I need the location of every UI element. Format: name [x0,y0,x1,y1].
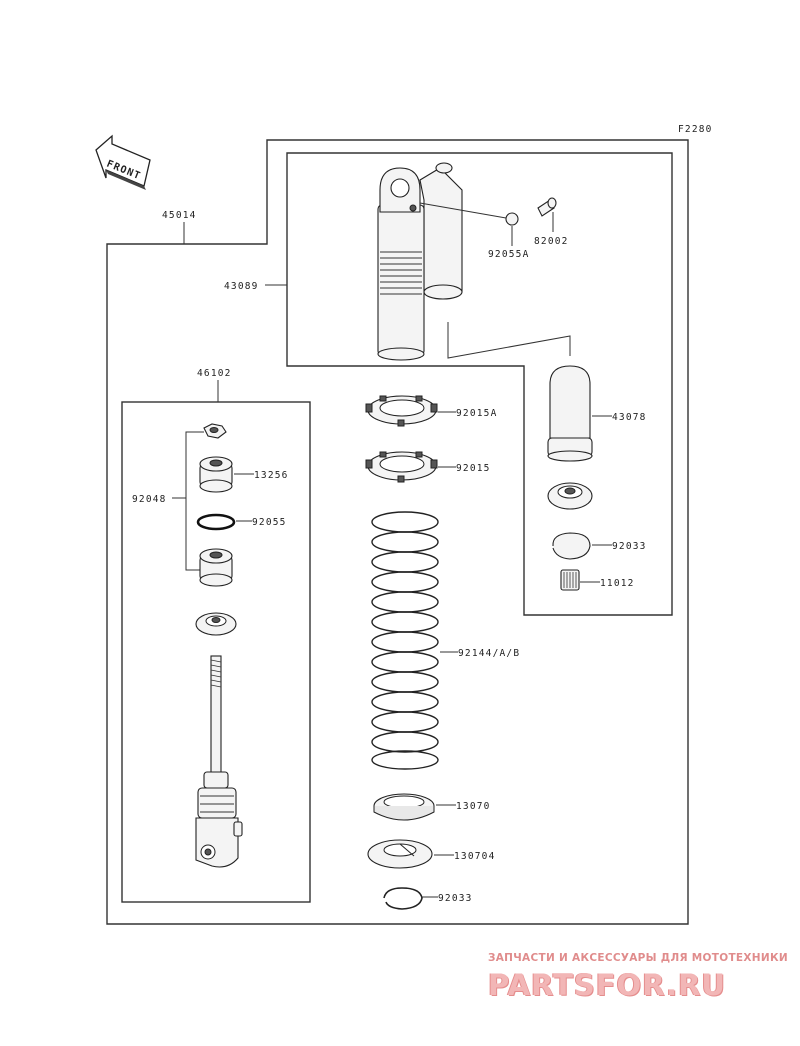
label-92033-lower: 92033 [438,893,473,904]
label-13256: 13256 [254,470,289,481]
circlip-92033-lower [383,887,423,910]
label-11012: 11012 [600,578,635,589]
oring-92055a [505,212,519,226]
label-43078: 43078 [612,412,647,423]
washer [195,612,237,636]
oring-92055 [196,513,236,531]
watermark-logo: PARTSFOR.RU [488,968,726,1002]
ring-nut-92015 [365,451,438,483]
bladder-43078 [547,365,593,462]
ring-nut-92015a [365,395,438,427]
spring-seat-13070 [373,793,435,821]
label-43089: 43089 [224,281,259,292]
label-92015a: 92015A [456,408,498,419]
watermark-tagline: ЗАПЧАСТИ И АКСЕССУАРЫ ДЛЯ МОТОТЕХНИКИ [488,952,788,964]
shock-body [377,162,463,361]
bolt-82002 [537,197,557,217]
frame-46102 [121,401,311,903]
reservoir-cap [547,482,593,510]
collar-130704 [367,839,433,869]
diagram-code: F2280 [678,124,713,135]
piston-lower [199,548,233,587]
label-46102: 46102 [197,368,232,379]
label-13070: 13070 [456,801,491,812]
label-45014: 45014 [162,210,197,221]
label-92055: 92055 [252,517,287,528]
frame-45014 [106,139,689,925]
circlip-92033-upper [552,532,591,560]
frame-43089 [286,152,673,616]
label-92144: 92144/A/B [458,648,520,659]
bushing-11012 [560,569,580,591]
label-92055a: 92055A [488,249,530,260]
label-92015: 92015 [456,463,491,474]
piston-rod [195,655,243,868]
label-130704: 130704 [454,851,496,862]
piston-13256 [199,456,233,493]
front-arrow-icon: FRONT [95,134,151,190]
label-92033-upper: 92033 [612,541,647,552]
label-82002: 82002 [534,236,569,247]
label-92048: 92048 [132,494,167,505]
nut [203,423,227,439]
spring-92144 [371,511,439,770]
